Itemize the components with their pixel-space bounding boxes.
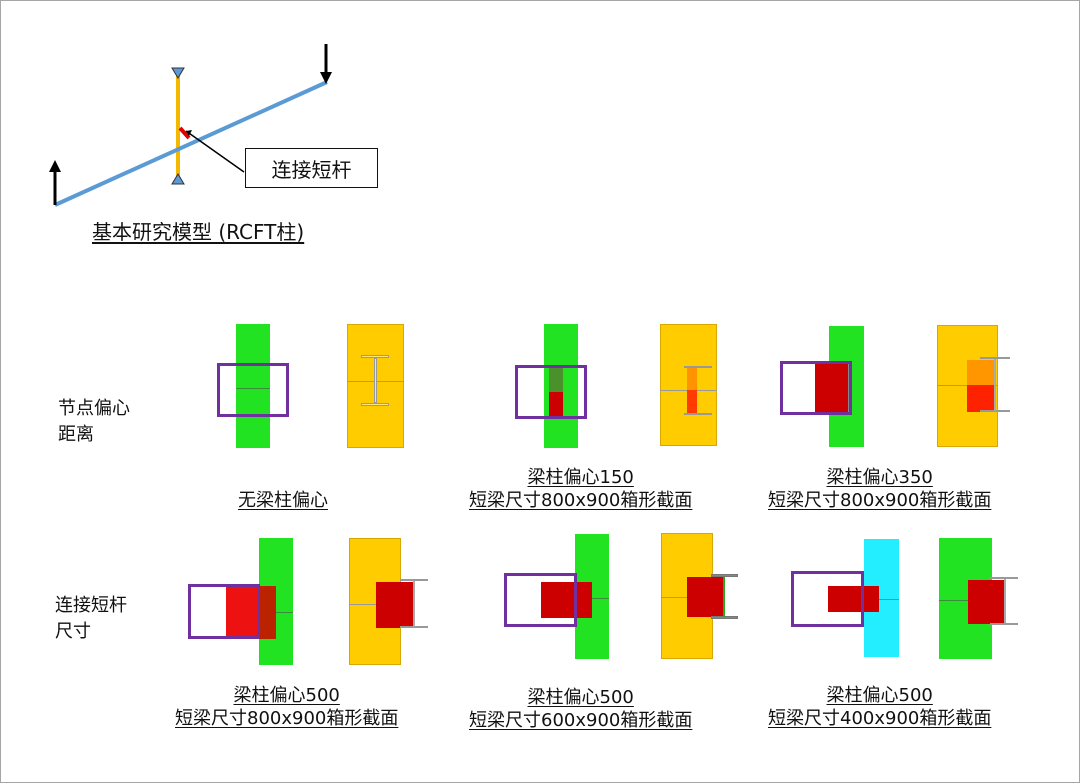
top-support-icon — [171, 67, 185, 79]
row-label-link-size: 连接短杆 尺寸 — [55, 595, 127, 642]
i-section-icon — [361, 355, 389, 358]
beam-outline-purple — [504, 573, 577, 627]
beam-outline-purple — [217, 363, 289, 417]
link-bar — [178, 126, 191, 140]
basic-model-diagram — [49, 44, 332, 207]
model-title: 基本研究模型 (RCFT柱) — [92, 220, 305, 244]
link-box-red — [687, 577, 724, 617]
caption-no-eccentricity: 无梁柱偏心 — [238, 490, 328, 511]
link-box-red — [687, 368, 697, 414]
link-box-red — [968, 580, 1005, 624]
beam-outline-purple — [791, 571, 864, 627]
link-box-red — [828, 586, 879, 612]
link-box-red — [376, 582, 414, 628]
beam-outline-purple — [780, 361, 852, 415]
beam-line — [54, 80, 328, 207]
link-box-red — [815, 364, 850, 412]
callout-leader-line — [185, 130, 245, 173]
link-box-red — [541, 582, 592, 618]
bottom-support-icon — [171, 173, 185, 185]
row-label-eccentricity: 节点偏心 距离 — [58, 398, 130, 445]
column-green — [236, 324, 270, 448]
beam-outline-purple — [515, 365, 587, 419]
link-callout-label: 连接短杆 — [245, 148, 378, 188]
beam-outline-purple — [188, 584, 260, 639]
